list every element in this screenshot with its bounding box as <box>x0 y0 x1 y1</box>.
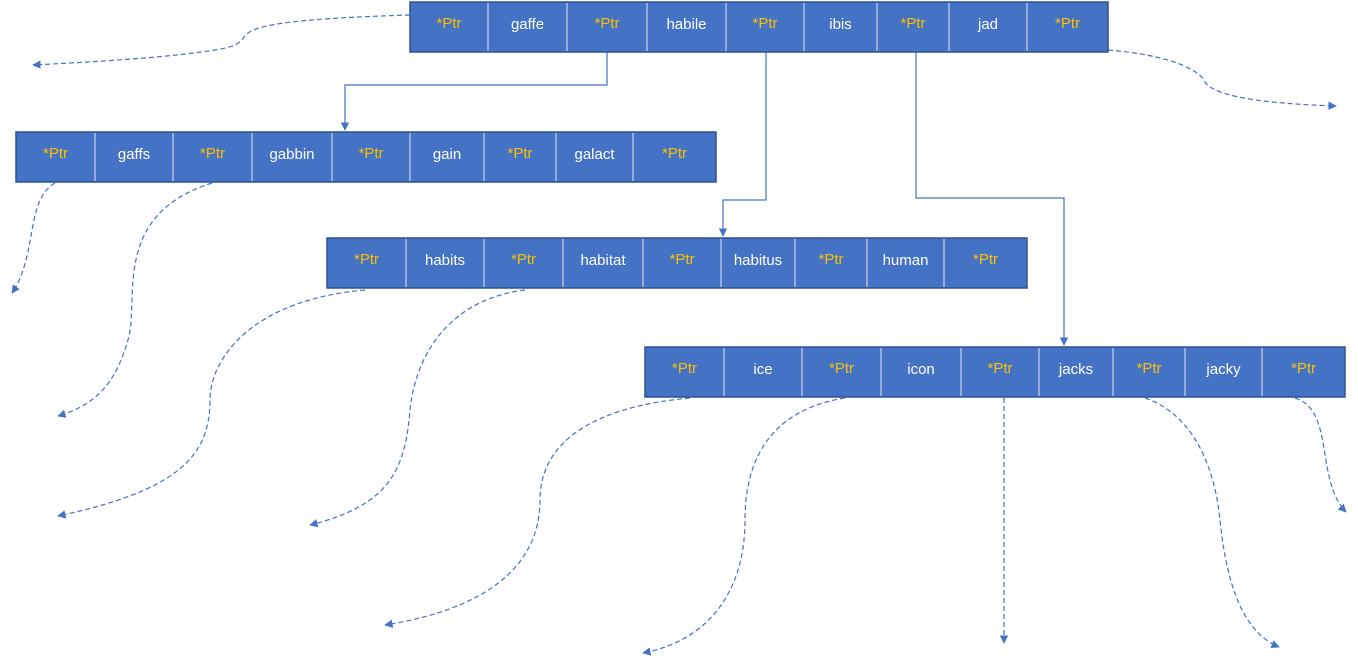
dashed-link-i-2 <box>642 397 846 656</box>
node-box <box>409 1 1109 53</box>
key-label: jacks <box>1058 361 1093 378</box>
pointer-label: *Ptr <box>511 251 536 268</box>
pointer-label: *Ptr <box>1055 15 1080 32</box>
node-box <box>326 237 1028 289</box>
link-root-to-child-h <box>718 52 767 237</box>
dashed-link-i-5 <box>1294 397 1347 513</box>
key-label: habitat <box>580 252 626 269</box>
pointer-label: *Ptr <box>1291 360 1316 377</box>
pointer-label: *Ptr <box>1136 360 1161 377</box>
tree-node-child-g: *Ptr gaffs *Ptr gabbin *Ptr gain *Ptr galact *Pt… <box>15 131 717 183</box>
pointer-label: *Ptr <box>829 360 854 377</box>
pointer-label: *Ptr <box>507 145 532 162</box>
dashed-link-g-2 <box>57 182 213 418</box>
pointer-label: *Ptr <box>200 145 225 162</box>
pointer-label: *Ptr <box>973 251 998 268</box>
pointer-label: *Ptr <box>672 360 697 377</box>
dashed-link-g-1 <box>11 182 56 294</box>
dashed-link-root-left <box>32 14 411 69</box>
dashed-link-h-2 <box>309 289 526 528</box>
link-root-to-child-i <box>915 52 1069 346</box>
node-box <box>644 346 1346 398</box>
pointer-label: *Ptr <box>436 15 461 32</box>
tree-node-child-h: *Ptr habits *Ptr habitat *Ptr habitus *Ptr huma… <box>326 237 1028 289</box>
key-label: jacky <box>1205 361 1241 378</box>
dashed-link-h-1 <box>57 289 366 519</box>
pointer-label: *Ptr <box>752 15 777 32</box>
key-label: habile <box>666 16 706 33</box>
pointer-label: *Ptr <box>662 145 687 162</box>
key-label: ibis <box>829 16 852 33</box>
pointer-label: *Ptr <box>900 15 925 32</box>
pointer-label: *Ptr <box>354 251 379 268</box>
pointer-label: *Ptr <box>358 145 383 162</box>
key-label: ice <box>753 361 772 378</box>
dashed-links <box>11 14 1347 656</box>
key-label: gain <box>433 146 461 163</box>
key-label: icon <box>907 361 935 378</box>
key-label: habits <box>425 252 465 269</box>
pointer-label: *Ptr <box>987 360 1012 377</box>
key-label: gabbin <box>269 146 314 163</box>
key-label: human <box>883 252 929 269</box>
dashed-link-i-1 <box>384 397 691 628</box>
tree-node-child-i: *Ptr ice *Ptr icon *Ptr jacks *Ptr jacky *Ptr <box>644 346 1346 398</box>
pointer-label: *Ptr <box>669 251 694 268</box>
pointer-label: *Ptr <box>43 145 68 162</box>
dashed-link-root-right <box>1107 49 1337 110</box>
key-label: habitus <box>734 252 782 269</box>
key-label: galact <box>574 146 615 163</box>
tree-node-root: *Ptr gaffe *Ptr habile *Ptr ibis *Ptr jad *Ptr <box>409 1 1109 53</box>
dashed-link-i-4 <box>1144 397 1280 648</box>
pointer-label: *Ptr <box>818 251 843 268</box>
key-label: gaffe <box>511 16 544 33</box>
child-links <box>340 52 1069 346</box>
key-label: gaffs <box>118 146 150 163</box>
pointer-label: *Ptr <box>594 15 619 32</box>
key-label: jad <box>977 16 998 33</box>
link-root-to-child-g <box>340 52 608 131</box>
node-box <box>15 131 717 183</box>
